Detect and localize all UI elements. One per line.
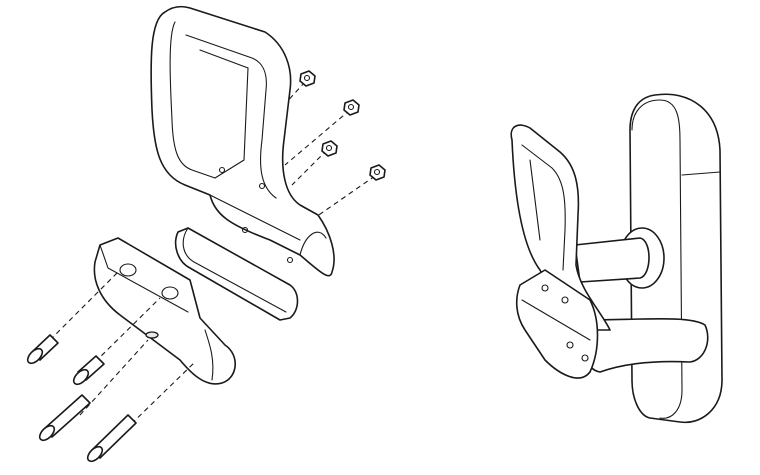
nut (299, 70, 316, 87)
screw (26, 334, 59, 365)
nut (369, 164, 386, 181)
nut (343, 99, 360, 116)
exploded-view (26, 5, 386, 463)
assembled-view (510, 93, 723, 424)
clamp-bracket (93, 237, 236, 385)
clamp-bracket (515, 269, 599, 379)
nut (321, 140, 338, 157)
screw (86, 414, 137, 463)
clamp-strip (174, 227, 299, 321)
handle-frame (150, 5, 335, 277)
screw-guide-lines (49, 269, 196, 431)
handle-frame (510, 124, 611, 331)
door-lever (574, 227, 709, 373)
screw (72, 355, 105, 386)
screw (38, 394, 91, 442)
